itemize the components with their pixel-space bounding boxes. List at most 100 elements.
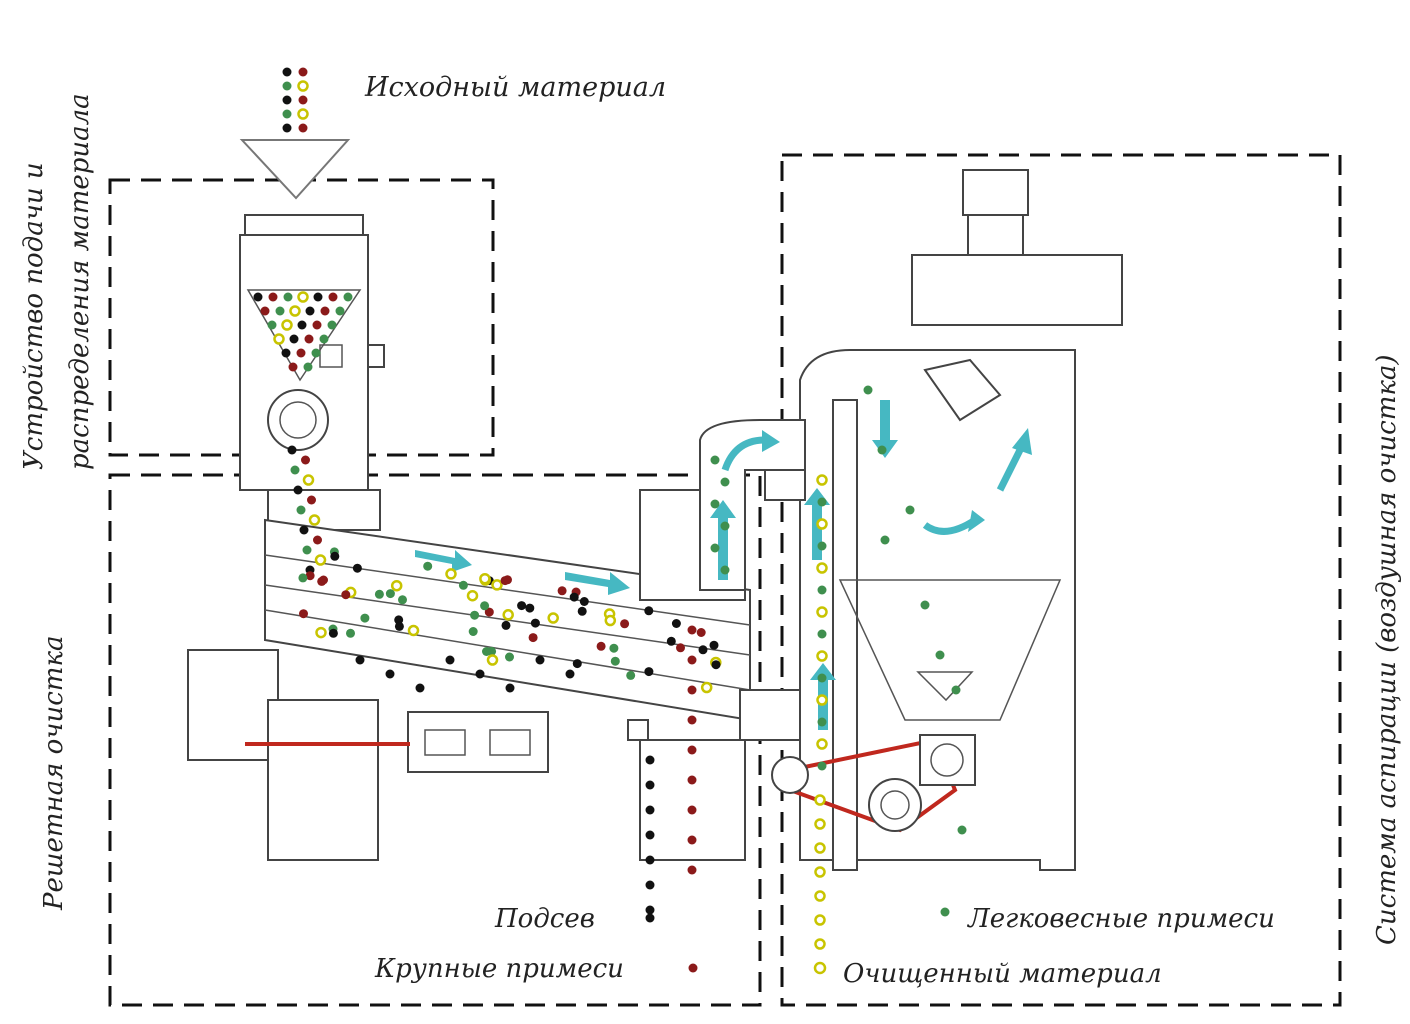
clean-outlet-particle: [814, 938, 826, 950]
fine-seed-particle: [535, 655, 545, 665]
legend-fine-seed-label: Подсев: [494, 904, 595, 934]
sieve-particle: [579, 597, 589, 606]
clean-outlet-particle: [814, 866, 826, 878]
hopper-particle: [304, 334, 314, 344]
source-particle: [282, 123, 292, 133]
sieve-particle: [577, 606, 587, 616]
source-particle: [282, 95, 292, 105]
chute-particle: [307, 495, 316, 505]
coarse-outlet-particle: [687, 715, 697, 725]
sieve-particle: [528, 633, 538, 643]
sieve-particle: [352, 563, 362, 573]
sieve-particle: [390, 579, 403, 592]
hopper-particle: [305, 306, 315, 316]
column-particle: [816, 606, 828, 618]
chute-particle: [301, 455, 310, 465]
channel-particle: [710, 455, 720, 465]
sieve-particle: [491, 579, 503, 591]
sieve-particle: [330, 551, 340, 561]
fine-seed-particle: [415, 683, 425, 693]
hopper-particle: [288, 362, 298, 372]
fine-seed-particle: [505, 683, 515, 693]
column-particle: [817, 585, 827, 595]
sieve-particle: [360, 613, 370, 623]
chute-particle: [302, 474, 315, 486]
hopper-particle: [268, 292, 278, 302]
sieve-particle: [394, 615, 404, 625]
sieve-particle: [458, 580, 468, 590]
channel-particle: [710, 543, 720, 553]
sieve-particle: [482, 647, 491, 656]
hopper-particle: [320, 306, 330, 316]
fine-seed-outlet-particle: [645, 780, 655, 790]
column-particle: [817, 673, 827, 683]
hopper-particle: [335, 306, 345, 316]
fine-seed-outlet-particle: [645, 755, 655, 765]
hopper-particle: [328, 292, 338, 302]
feeder-hopper: [239, 214, 385, 491]
clean-outlet-particle: [814, 818, 826, 830]
sieve-particle: [604, 614, 617, 627]
light-impurity-particle: [951, 685, 961, 695]
sieve-particle: [480, 601, 490, 611]
column-particle: [816, 474, 828, 486]
coarse-outlet-particle: [687, 835, 697, 845]
chute-particle: [313, 535, 322, 545]
legend-fine-seed-marker: [645, 913, 655, 923]
chute-particle: [296, 505, 306, 515]
fine-seed-particle: [475, 669, 485, 679]
sieve-particle: [479, 572, 491, 585]
clean-outlet-particle: [814, 890, 826, 902]
sieve-particle: [626, 670, 636, 680]
sieve-particle: [407, 624, 420, 637]
sieve-particle: [530, 618, 540, 628]
sieve-particle: [505, 652, 514, 662]
sieve-particle: [328, 628, 338, 638]
sieve-particle: [298, 573, 308, 583]
sieve-particle: [305, 571, 315, 581]
column-particle: [816, 738, 828, 750]
sieve-particle: [423, 561, 433, 571]
sieve-particle: [500, 576, 510, 586]
sieve-particle: [501, 620, 511, 630]
channel-particle: [720, 521, 730, 531]
source-particle: [297, 108, 309, 120]
column-particle: [817, 541, 827, 551]
channel-particle: [710, 499, 720, 509]
channel-particle: [720, 565, 730, 575]
hopper-particle: [327, 320, 337, 330]
clean-outlet-particle: [814, 842, 826, 854]
sieve-particle: [385, 589, 395, 599]
source-material-arrow: [239, 139, 351, 200]
aspiration-label: Система аспирации (воздушная очистка): [1372, 354, 1402, 945]
sieve-particle: [394, 621, 404, 631]
fine-seed-outlet-particle: [645, 905, 655, 915]
sieve-particle: [299, 609, 308, 619]
coarse-outlet-particle: [687, 685, 697, 695]
particle-flow: [253, 67, 967, 950]
hopper-particle: [343, 292, 353, 302]
column-particle: [816, 650, 828, 662]
column-particle: [816, 562, 828, 574]
hopper-particle: [289, 334, 299, 344]
sieve-particle: [569, 592, 579, 602]
sieve-particle: [676, 643, 685, 653]
sieve-particle: [317, 576, 327, 586]
source-particle: [298, 123, 308, 133]
hopper-particle: [319, 334, 329, 344]
hopper-particle: [273, 333, 285, 345]
chute-particle: [293, 485, 303, 495]
legend-light-impurities-label: Легковесные примеси: [966, 904, 1275, 934]
hopper-particle: [296, 348, 306, 358]
sieve-particle: [696, 628, 706, 637]
sieve-particle: [466, 589, 479, 602]
source-particle: [282, 81, 292, 91]
channel-particle: [720, 477, 730, 487]
chute-particle: [287, 445, 297, 455]
hopper-particle: [253, 292, 263, 302]
chute-particle: [299, 525, 309, 535]
column-particle: [816, 694, 828, 706]
column-particle: [816, 518, 828, 530]
sieve-particle: [698, 645, 708, 655]
